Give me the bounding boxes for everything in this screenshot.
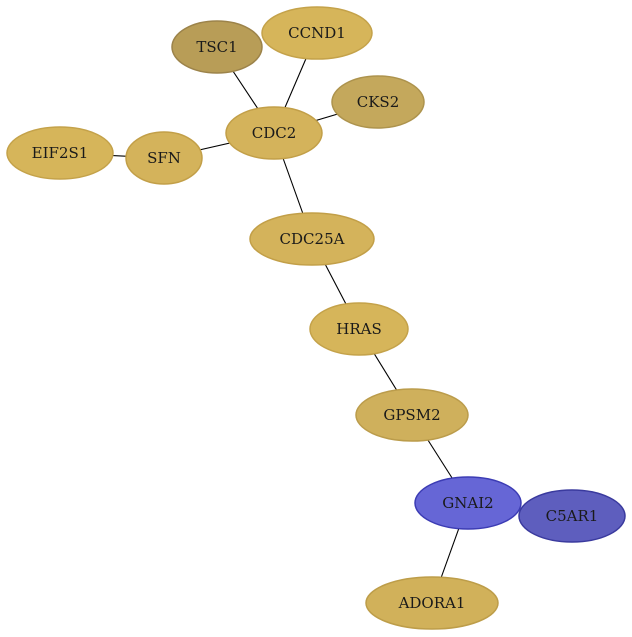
node-sfn[interactable]: SFN [125,131,203,185]
node-ellipse [309,302,409,356]
node-ellipse [125,131,203,185]
node-label: HRAS [336,320,381,338]
node-ellipse [355,388,469,442]
node-label: ADORA1 [398,594,466,612]
node-ellipse [261,6,373,60]
node-hras[interactable]: HRAS [309,302,409,356]
node-cdc25a[interactable]: CDC25A [249,212,375,266]
node-label: SFN [147,149,181,167]
node-label: TSC1 [196,38,237,56]
node-cdc2[interactable]: CDC2 [225,106,323,160]
node-tsc1[interactable]: TSC1 [171,20,263,74]
node-label: C5AR1 [546,507,599,525]
node-eif2s1[interactable]: EIF2S1 [6,126,114,180]
node-label: EIF2S1 [32,144,89,162]
node-label: GNAI2 [442,494,493,512]
node-ellipse [331,75,425,129]
node-c5ar1[interactable]: C5AR1 [518,489,626,543]
node-ellipse [225,106,323,160]
node-ellipse [518,489,626,543]
node-ccnd1[interactable]: CCND1 [261,6,373,60]
node-cks2[interactable]: CKS2 [331,75,425,129]
node-label: CKS2 [357,93,400,111]
node-ellipse [365,576,499,630]
node-label: GPSM2 [383,406,440,424]
node-ellipse [414,476,522,530]
node-gpsm2[interactable]: GPSM2 [355,388,469,442]
node-label: CCND1 [288,24,346,42]
node-ellipse [249,212,375,266]
node-gnai2[interactable]: GNAI2 [414,476,522,530]
node-ellipse [171,20,263,74]
node-label: CDC2 [252,124,297,142]
node-ellipse [6,126,114,180]
node-label: CDC25A [280,230,345,248]
node-adora1[interactable]: ADORA1 [365,576,499,630]
